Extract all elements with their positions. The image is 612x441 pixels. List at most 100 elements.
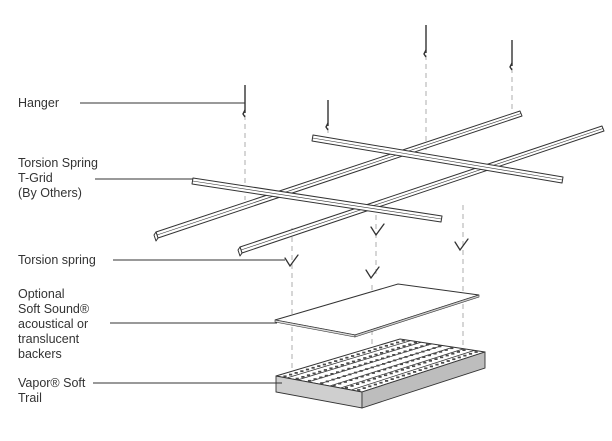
- tgrid-label-line3: (By Others): [18, 186, 82, 200]
- panel-perforation-mark: [320, 382, 324, 384]
- panel-perforation-mark: [396, 341, 400, 344]
- panel-perforation-mark: [427, 354, 431, 357]
- panel-perforation-mark: [367, 350, 372, 352]
- panel-perforation-mark: [336, 371, 340, 374]
- panel-groove: [340, 348, 464, 389]
- panel-perforation-mark: [323, 369, 327, 371]
- torsion-spring-label: Torsion spring: [18, 253, 96, 267]
- panel-perforation-mark: [423, 361, 427, 364]
- panel-perforation-mark: [348, 373, 352, 376]
- panel-perforation-mark: [451, 352, 455, 355]
- t-grid: [153, 110, 605, 257]
- hanger-wire-icon: [509, 40, 513, 71]
- panel-perforation-mark: [311, 366, 315, 369]
- panel-perforation-mark: [364, 362, 368, 365]
- torsion-spring-check-icon: [370, 223, 385, 237]
- panel-perforation-mark: [318, 370, 322, 373]
- panel-perforation-mark: [418, 369, 422, 371]
- panel-perforation-mark: [361, 381, 365, 384]
- panel-perforation-mark: [425, 343, 430, 346]
- panel-perforation-mark: [377, 370, 381, 373]
- torsion-springs: [284, 223, 469, 280]
- panel-perforation-mark: [372, 377, 376, 380]
- panel-perforation-mark: [294, 372, 298, 374]
- panel-perforation-mark: [397, 352, 401, 355]
- panel-perforation-mark: [387, 361, 391, 363]
- panel-perforation-mark: [357, 389, 361, 391]
- panel-perforation-mark: [362, 387, 366, 389]
- hanger-label: Hanger: [18, 96, 59, 110]
- panel-perforation-mark: [384, 374, 388, 377]
- panel-perforation-mark: [420, 345, 424, 348]
- panel-perforation-mark: [341, 369, 345, 372]
- panel-perforation-mark: [373, 383, 377, 386]
- panel-perforation-mark: [345, 356, 349, 359]
- panel-perforation-mark: [390, 378, 394, 380]
- panel-perforation-mark: [400, 368, 404, 371]
- panel-perforation-mark: [403, 350, 407, 353]
- panel-perforation-mark: [351, 360, 356, 363]
- panel-perforation-mark: [344, 386, 348, 389]
- panel-perforation-mark: [379, 381, 383, 384]
- panel-perforation-mark: [376, 364, 380, 367]
- vapor-soft-trail-panel: [275, 338, 486, 409]
- panel-perforation-mark: [384, 344, 388, 347]
- hanger-wire-icon: [325, 100, 329, 131]
- panel-label-line1: Vapor® Soft: [18, 376, 86, 390]
- panel-perforation-mark: [426, 349, 431, 351]
- panel-perforation-mark: [413, 341, 417, 344]
- panel-perforation-mark: [411, 359, 415, 362]
- runner-end: [153, 231, 159, 242]
- panel-perforation-mark: [401, 374, 405, 377]
- panel-perforation-mark: [433, 352, 437, 355]
- panel-perforation-mark: [300, 370, 304, 373]
- panel-perforation-mark: [407, 372, 411, 375]
- panel-perforation-mark: [417, 363, 421, 366]
- leader-lines: [80, 102, 285, 384]
- hanger-wire-icon: [423, 25, 427, 58]
- panel-perforation-mark: [441, 361, 445, 364]
- panel-perforation-mark: [457, 356, 461, 359]
- panel-perforation-mark: [339, 358, 343, 361]
- panel-perforation-mark: [374, 353, 378, 356]
- panel-perforation-mark: [358, 364, 362, 367]
- panel-perforation-mark: [446, 360, 450, 362]
- panel-perforation-mark: [357, 358, 361, 361]
- panel-perforation-mark: [408, 343, 412, 346]
- panel-perforation-mark: [349, 379, 353, 381]
- panel-perforation-mark: [371, 372, 375, 374]
- panel-perforation-mark: [406, 367, 410, 369]
- panel-perforation-mark: [313, 378, 317, 380]
- panel-perforation-mark: [456, 351, 460, 353]
- panel-perforation-mark: [373, 348, 377, 351]
- panel-perforation-mark: [324, 374, 328, 377]
- panel-perforation-mark: [429, 365, 433, 368]
- panel-perforation-mark: [307, 379, 312, 382]
- panel-perforation-mark: [380, 352, 384, 354]
- panel-perforation-mark: [367, 379, 371, 382]
- backer-label-line4: translucent: [18, 332, 80, 346]
- torsion-spring-check-icon: [365, 266, 380, 280]
- panel-perforation-mark: [375, 359, 379, 361]
- runner-end: [237, 246, 243, 257]
- torsion-spring-check-icon: [454, 238, 469, 252]
- panel-groove: [351, 350, 475, 391]
- panel-perforation-mark: [322, 363, 326, 366]
- panel-perforation-mark: [350, 385, 354, 387]
- panel-perforation-mark: [360, 375, 364, 378]
- panel-perforation-mark: [354, 377, 359, 380]
- backer-label-line3: acoustical or: [18, 317, 89, 331]
- panel-perforation-mark: [331, 378, 335, 381]
- panel-perforation-mark: [301, 376, 305, 378]
- panel-perforation-mark: [351, 355, 355, 357]
- panel-perforation-mark: [385, 380, 389, 382]
- panel-perforation-mark: [385, 350, 389, 353]
- panel-perforation-mark: [366, 373, 370, 376]
- panel-label-line2: Trail: [18, 391, 42, 405]
- panel-perforation-mark: [435, 363, 439, 366]
- panel-perforation-mark: [386, 355, 390, 358]
- panel-perforation-mark: [404, 356, 408, 358]
- panel-perforation-mark: [317, 365, 321, 367]
- panel-perforation-mark: [412, 365, 416, 368]
- panel-perforation-mark: [414, 347, 418, 349]
